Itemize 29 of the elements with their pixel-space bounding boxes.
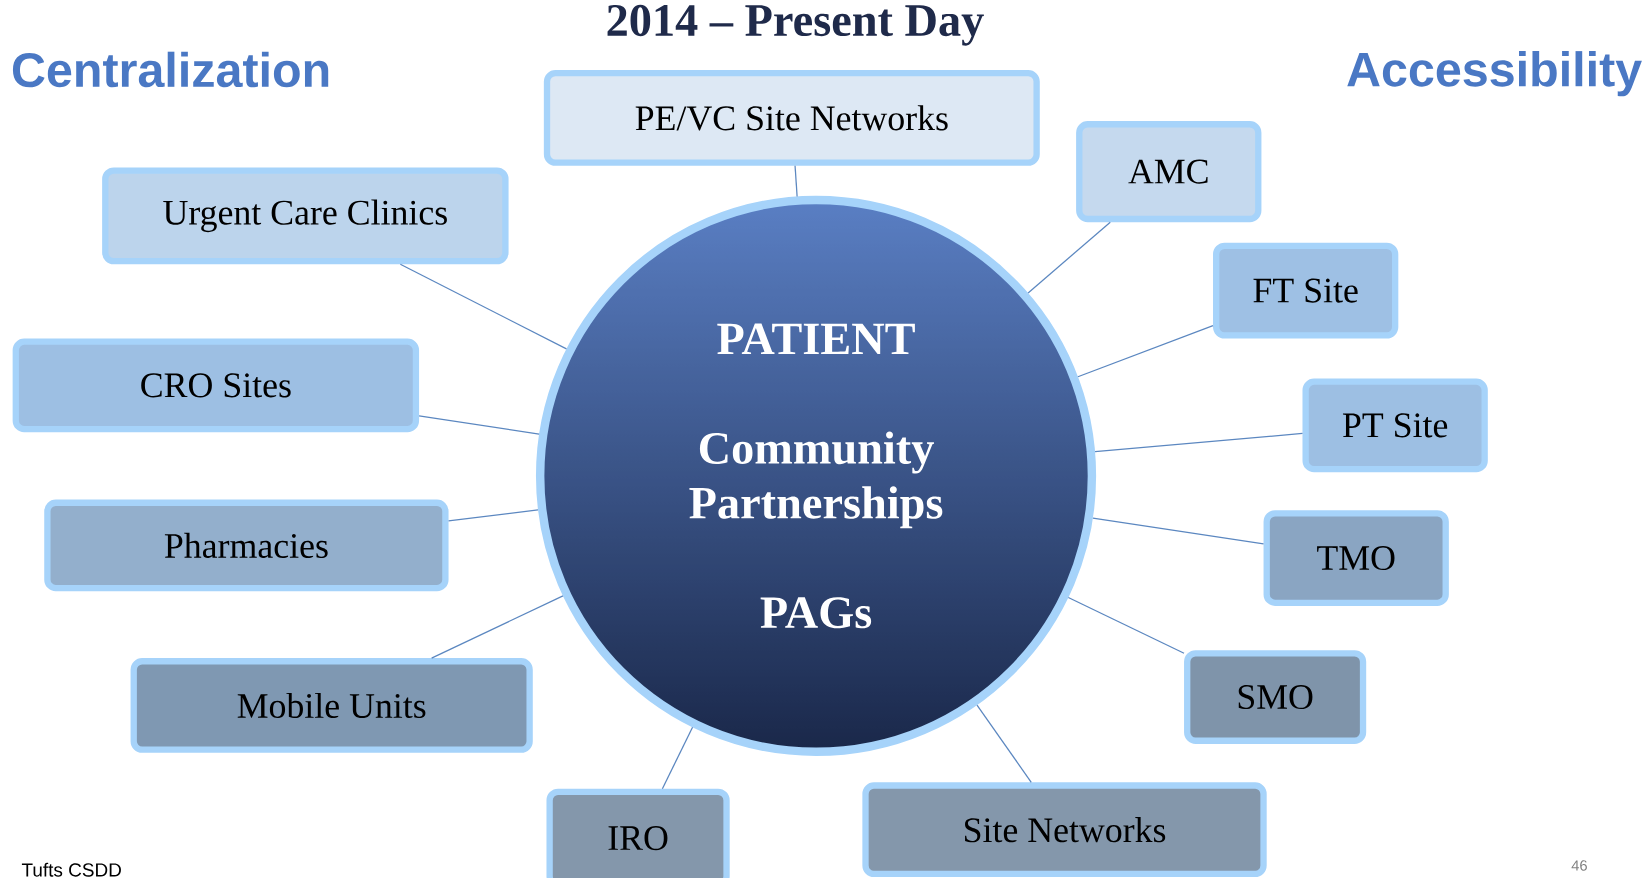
connector-line bbox=[1094, 432, 1304, 453]
connector-line bbox=[447, 509, 539, 522]
partner-box: FT Site bbox=[1213, 242, 1399, 339]
connector-line bbox=[1067, 596, 1185, 654]
source-note: Tufts CSDD bbox=[21, 862, 121, 877]
partner-box: Urgent Care Clinics bbox=[102, 167, 509, 265]
page-number: 46 bbox=[1571, 860, 1587, 871]
partner-box: CRO Sites bbox=[12, 338, 420, 433]
connector-line bbox=[418, 415, 540, 435]
connector-line bbox=[976, 704, 1032, 783]
connector-line bbox=[1027, 221, 1111, 294]
partner-box: Site Networks bbox=[862, 782, 1267, 878]
partner-box: Mobile Units bbox=[130, 658, 533, 753]
side-heading: Centralization bbox=[12, 51, 329, 88]
partner-box: SMO bbox=[1184, 650, 1367, 744]
connector-line bbox=[431, 595, 564, 659]
partner-box: AMC bbox=[1076, 121, 1262, 223]
partner-box: Pharmacies bbox=[44, 499, 449, 592]
side-heading: Accessibility bbox=[1347, 51, 1642, 97]
title: 2014 – Present Day bbox=[607, 4, 984, 46]
connector-line bbox=[1077, 324, 1214, 378]
connector-line bbox=[399, 263, 568, 350]
partner-box: IRO bbox=[546, 788, 730, 878]
connector-line bbox=[1092, 517, 1265, 545]
partner-box: TMO bbox=[1263, 510, 1449, 606]
connector-line bbox=[661, 726, 694, 790]
partner-box: PT Site bbox=[1302, 378, 1488, 473]
connector-line bbox=[794, 165, 798, 198]
partner-box: PE/VC Site Networks bbox=[543, 69, 1040, 166]
